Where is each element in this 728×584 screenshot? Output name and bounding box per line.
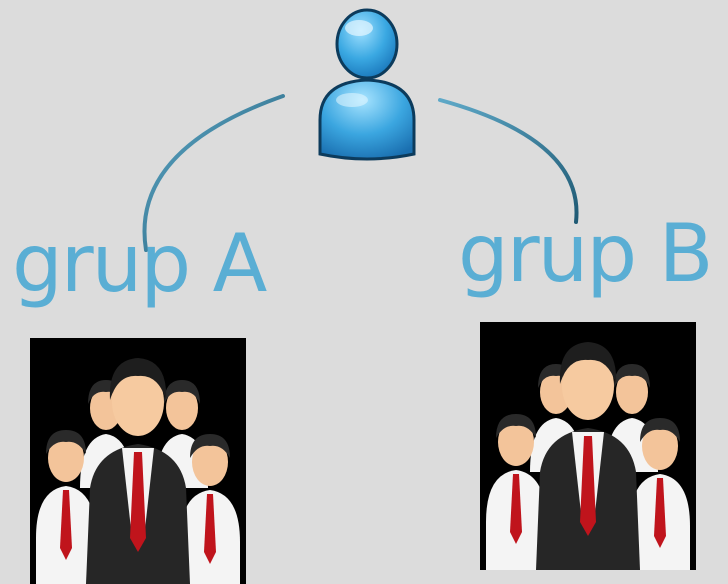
group-label-a: grup A [12, 217, 267, 310]
team-image-b [480, 322, 696, 570]
connector-line-b [438, 98, 579, 224]
user-icon [318, 8, 416, 161]
business-team-icon [486, 342, 690, 570]
business-team-icon [36, 358, 240, 584]
team-image-a [30, 338, 246, 584]
connector-line-a [142, 94, 285, 252]
group-label-b: grup B [458, 207, 713, 300]
